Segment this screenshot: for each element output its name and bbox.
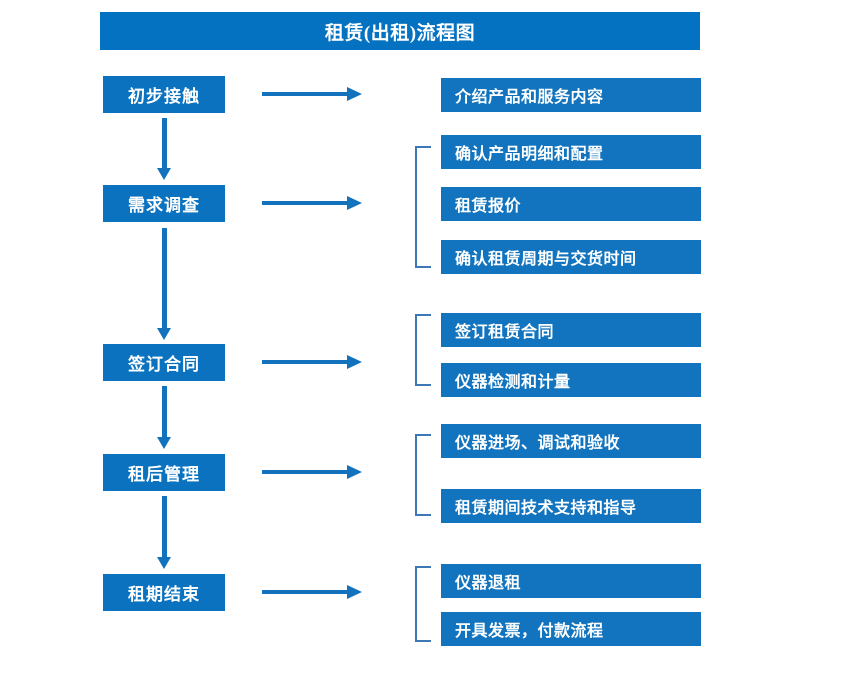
stage-box-1[interactable]: 初步接触 — [103, 76, 225, 113]
detail-box-7[interactable]: 仪器进场、调试和验收 — [441, 424, 701, 458]
group-bracket-3 — [415, 314, 431, 386]
group-bracket-5 — [415, 566, 431, 642]
stage-box-4[interactable]: 租后管理 — [103, 454, 225, 491]
page-title: 租赁(出租)流程图 — [100, 12, 700, 50]
vertical-arrow-3 — [157, 386, 171, 449]
detail-box-9[interactable]: 仪器退租 — [441, 564, 701, 598]
vertical-arrow-4 — [157, 496, 171, 569]
detail-box-4[interactable]: 确认租赁周期与交货时间 — [441, 240, 701, 274]
stage-box-2[interactable]: 需求调查 — [103, 185, 225, 222]
group-bracket-4 — [415, 434, 431, 516]
vertical-arrow-2 — [157, 228, 171, 340]
horizontal-arrow-3 — [262, 355, 362, 369]
detail-box-2[interactable]: 确认产品明细和配置 — [441, 135, 701, 169]
detail-box-3[interactable]: 租赁报价 — [441, 187, 701, 221]
stage-box-5[interactable]: 租期结束 — [103, 574, 225, 611]
horizontal-arrow-5 — [262, 585, 362, 599]
stage-box-3[interactable]: 签订合同 — [103, 344, 225, 381]
vertical-arrow-1 — [157, 118, 171, 180]
detail-box-6[interactable]: 仪器检测和计量 — [441, 363, 701, 397]
detail-box-1[interactable]: 介绍产品和服务内容 — [441, 78, 701, 112]
horizontal-arrow-4 — [262, 465, 362, 479]
group-bracket-2 — [415, 146, 431, 268]
detail-box-5[interactable]: 签订租赁合同 — [441, 313, 701, 347]
horizontal-arrow-1 — [262, 87, 362, 101]
horizontal-arrow-2 — [262, 196, 362, 210]
detail-box-8[interactable]: 租赁期间技术支持和指导 — [441, 489, 701, 523]
detail-box-10[interactable]: 开具发票，付款流程 — [441, 612, 701, 646]
